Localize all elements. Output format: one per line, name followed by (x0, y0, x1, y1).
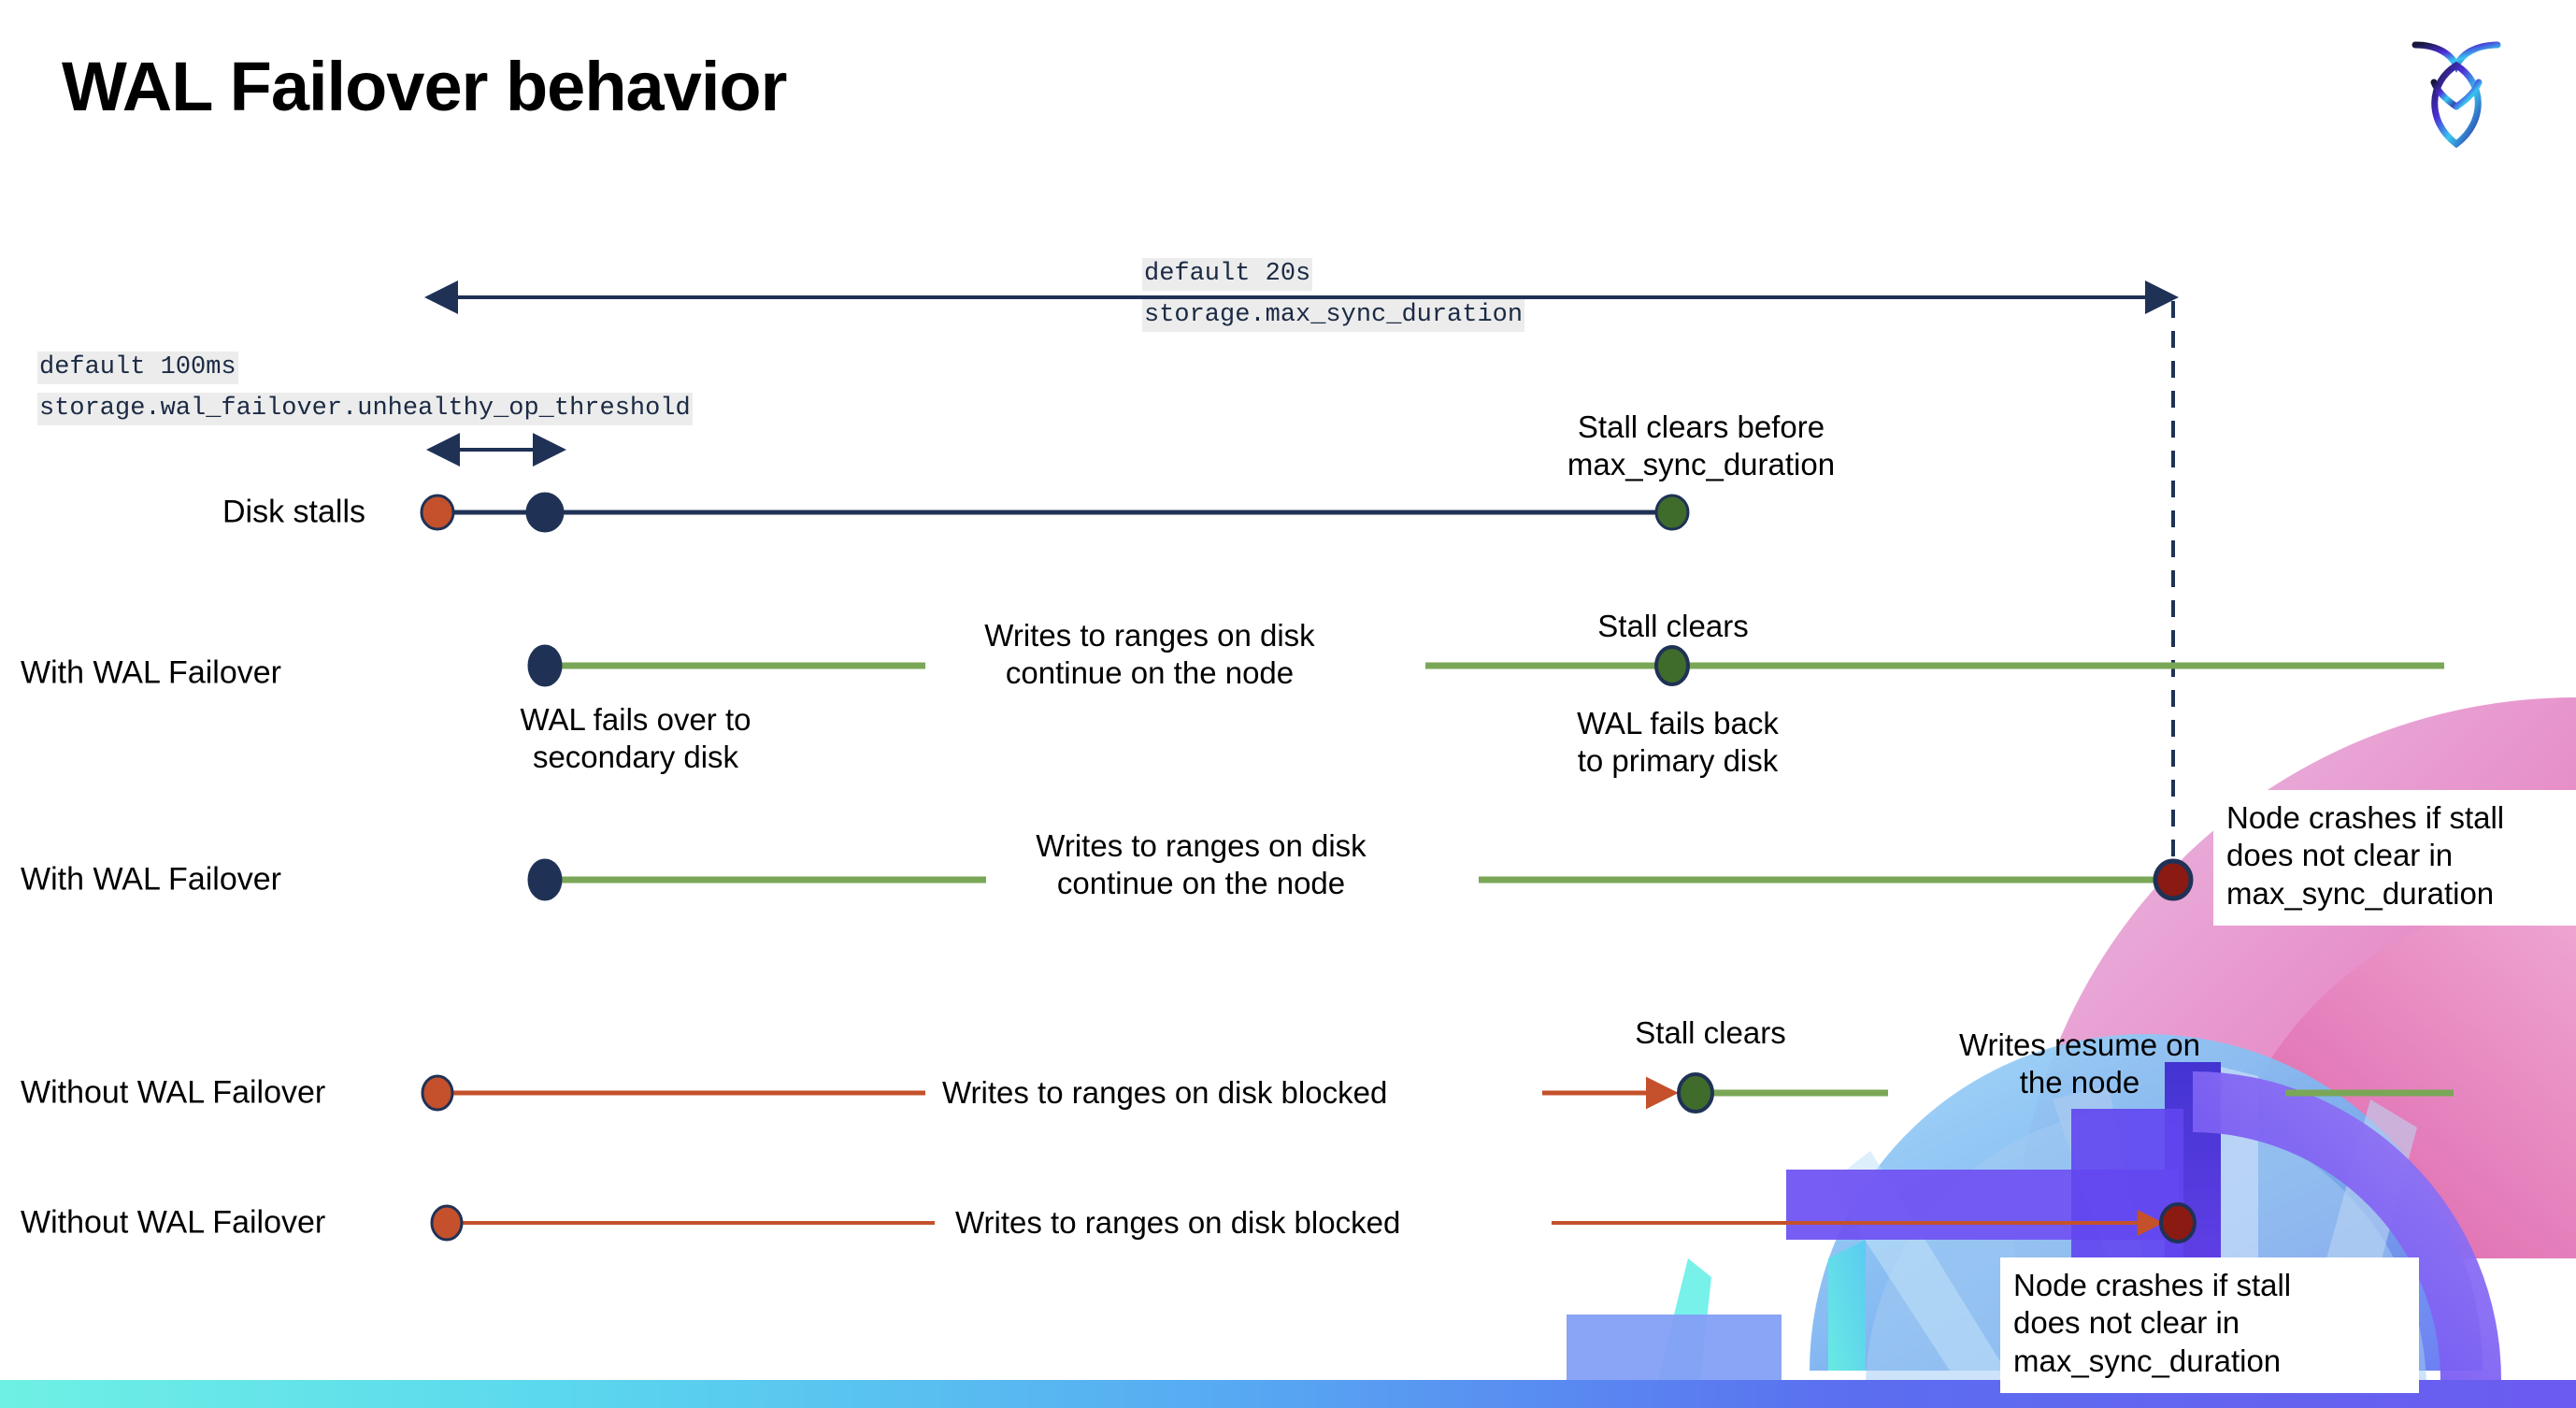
unhealthy-op-setting-chip: storage.wal_failover.unhealthy_op_thresh… (37, 393, 693, 425)
note-wal-fails-back: WAL fails back to primary disk (1577, 706, 1779, 779)
note-node-crashes-2: Node crashes if stall does not clear in … (2000, 1257, 2419, 1393)
note-writes-blocked-2: Writes to ranges on disk blocked (955, 1205, 1401, 1240)
row-without-wal-failover-1-timeline (421, 1072, 2454, 1113)
note-writes-blocked-1: Writes to ranges on disk blocked (942, 1075, 1388, 1110)
row-with-wal-failover-2-timeline (527, 858, 2194, 901)
note-writes-continue-2: Writes to ranges on disk continue on the… (1036, 828, 1367, 901)
row-disk-stalls-timeline (420, 492, 1690, 533)
row-label-disk-stalls: Disk stalls (222, 494, 366, 530)
note-stall-clears-2: Stall clears (1635, 1015, 1786, 1050)
note-wal-fails-over: WAL fails over to secondary disk (520, 702, 751, 775)
page-title: WAL Failover behavior (62, 48, 787, 125)
row-label-without-wal-failover-1: Without WAL Failover (21, 1074, 326, 1111)
row-without-wal-failover-2-timeline (430, 1202, 2197, 1243)
max-sync-setting-chip: storage.max_sync_duration (1142, 299, 1525, 332)
row-with-wal-failover-1-timeline (527, 644, 2444, 687)
note-writes-resume: Writes resume on the node (1959, 1027, 2200, 1100)
note-stall-clears-before: Stall clears before max_sync_duration (1567, 409, 1836, 482)
unhealthy-op-default-chip: default 100ms (37, 352, 238, 384)
row-label-with-wal-failover-1: With WAL Failover (21, 654, 281, 691)
max-sync-default-chip: default 20s (1142, 258, 1313, 291)
note-writes-continue-1: Writes to ranges on disk continue on the… (984, 618, 1315, 691)
row-label-with-wal-failover-2: With WAL Failover (21, 861, 281, 898)
row-label-without-wal-failover-2: Without WAL Failover (21, 1204, 326, 1241)
note-stall-clears-1: Stall clears (1597, 609, 1749, 643)
cockroachdb-logo-icon (2411, 41, 2501, 149)
note-node-crashes-1: Node crashes if stall does not clear in … (2213, 790, 2576, 926)
